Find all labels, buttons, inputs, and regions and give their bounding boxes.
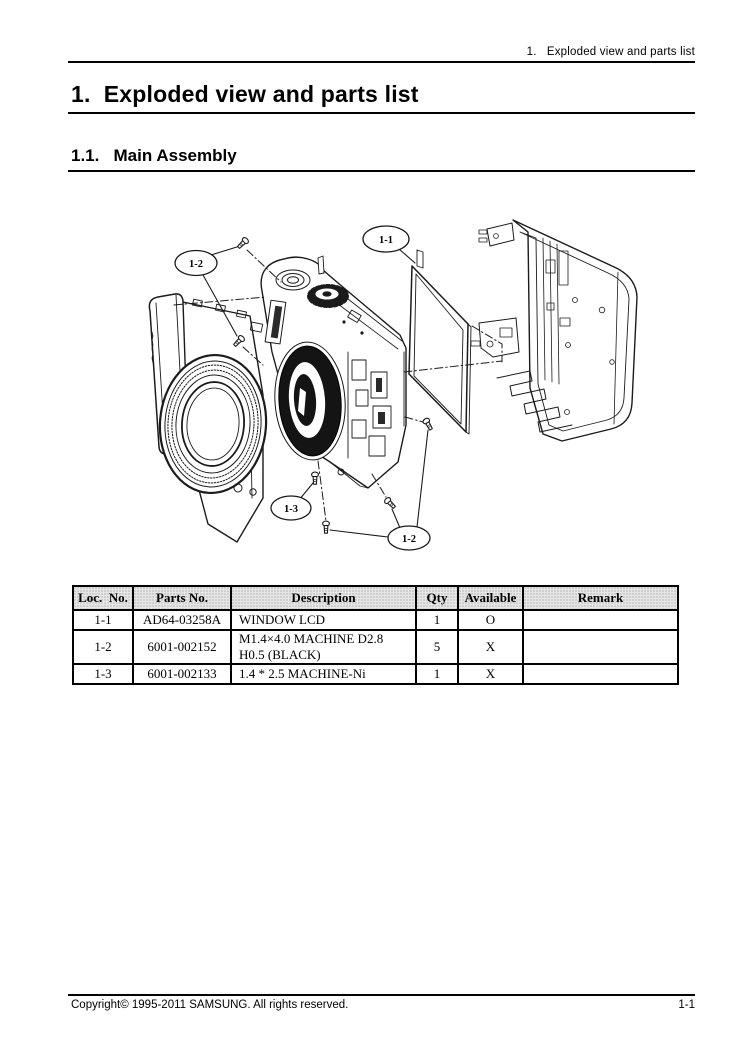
- svg-text:1-2: 1-2: [189, 259, 203, 270]
- table-row: 1-2 6001-002152 M1.4×4.0 MACHINE D2.8 H0…: [72, 629, 679, 665]
- cover-texture: [151, 331, 154, 364]
- lcd-window: [408, 249, 472, 435]
- cell-parts-no: 6001-002152: [132, 629, 232, 665]
- table-header-row: Loc. No. Parts No. Description Qty Avail…: [72, 585, 679, 611]
- header-rule: [68, 61, 695, 63]
- lens-bezel-ring: [158, 353, 268, 495]
- callout-1-2-bottom: 1-2: [387, 525, 431, 551]
- mode-dial: [307, 284, 349, 308]
- title-underline: [68, 112, 695, 114]
- callout-1-3: 1-3: [270, 495, 312, 521]
- cell-description: 1.4 * 2.5 MACHINE-Ni: [230, 663, 417, 685]
- page-title: 1. Exploded view and parts list: [71, 81, 419, 107]
- cell-parts-no: AD64-03258A: [132, 609, 232, 631]
- cell-description: M1.4×4.0 MACHINE D2.8 H0.5 (BLACK): [230, 629, 417, 665]
- screw-1-3: [311, 471, 319, 485]
- cell-available: X: [457, 629, 524, 665]
- front-cover-plate: [158, 298, 268, 543]
- cell-qty: 5: [415, 629, 459, 665]
- column-header-loc-no: Loc. No.: [72, 585, 134, 611]
- cell-remark: [522, 663, 679, 685]
- table-row: 1-3 6001-002133 1.4 * 2.5 MACHINE-Ni 1 X: [72, 663, 679, 685]
- screw-1-2-c: [322, 520, 330, 534]
- callout-1-2-top: 1-2: [174, 249, 218, 277]
- cell-available: X: [457, 663, 524, 685]
- screw-1-2-e: [421, 416, 435, 432]
- footer-rule: [68, 994, 695, 996]
- cell-remark: [522, 609, 679, 631]
- exploded-view-diagram: 1-2 1-1 1-3 1-2: [148, 219, 638, 551]
- column-header-qty: Qty: [415, 585, 459, 611]
- footer-page-number: 1-1: [678, 999, 695, 1011]
- parts-table: Loc. No. Parts No. Description Qty Avail…: [72, 585, 679, 685]
- section-title: 1.1. Main Assembly: [71, 146, 237, 165]
- svg-text:1-1: 1-1: [379, 235, 393, 246]
- cell-loc-no: 1-1: [72, 609, 134, 631]
- cell-available: O: [457, 609, 524, 631]
- screw-1-2-d: [382, 495, 398, 511]
- cell-loc-no: 1-3: [72, 663, 134, 685]
- svg-text:1-3: 1-3: [284, 504, 298, 515]
- callout-1-1: 1-1: [362, 225, 410, 253]
- svg-text:1-2: 1-2: [402, 534, 416, 545]
- rear-cover: [470, 219, 638, 442]
- running-header: 1. Exploded view and parts list: [526, 46, 695, 58]
- cell-parts-no: 6001-002133: [132, 663, 232, 685]
- cell-loc-no: 1-2: [72, 629, 134, 665]
- cell-qty: 1: [415, 663, 459, 685]
- footer-copyright: Copyright© 1995-2011 SAMSUNG. All rights…: [71, 999, 349, 1011]
- table-row: 1-1 AD64-03258A WINDOW LCD 1 O: [72, 609, 679, 631]
- section-underline: [68, 170, 695, 172]
- column-header-parts-no: Parts No.: [132, 585, 232, 611]
- alignment-lines: [173, 249, 503, 522]
- lens-barrel: [274, 341, 346, 461]
- cell-remark: [522, 629, 679, 665]
- column-header-available: Available: [457, 585, 524, 611]
- cell-description: WINDOW LCD: [230, 609, 417, 631]
- screw-1-2-a: [235, 235, 251, 251]
- cell-qty: 1: [415, 609, 459, 631]
- column-header-remark: Remark: [522, 585, 679, 611]
- column-header-description: Description: [230, 585, 417, 611]
